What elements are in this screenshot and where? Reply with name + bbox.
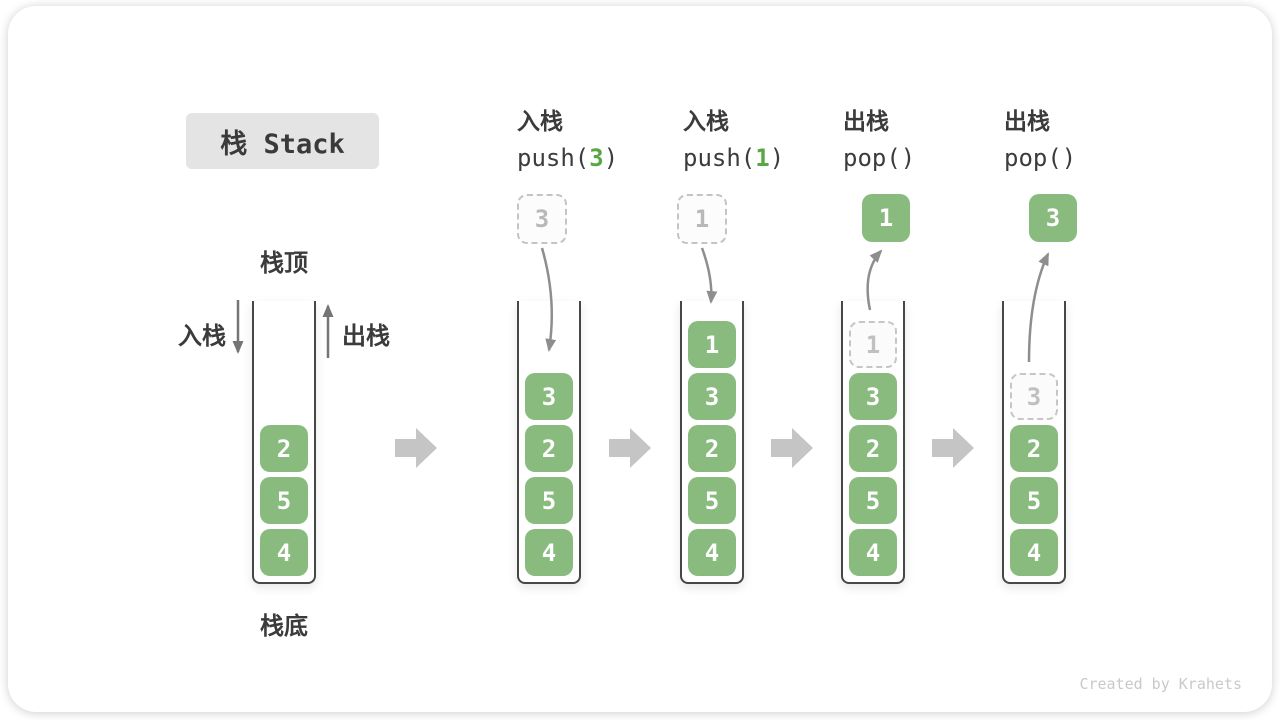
op-code: push(1) [683, 144, 843, 172]
code-arg: 1 [755, 144, 770, 172]
stack-cell: 4 [849, 529, 897, 576]
code-post: ) [769, 144, 785, 172]
stack-container-after-pop3: 3 2 5 4 [1002, 301, 1066, 584]
stack-cell: 2 [1010, 425, 1058, 472]
op-code: push(3) [517, 144, 677, 172]
stack-cell: 4 [260, 529, 308, 576]
stack-cell: 1 [688, 321, 736, 368]
code-arg: 3 [589, 144, 604, 172]
stack-cell: 5 [260, 477, 308, 524]
stack-bottom-label: 栈底 [260, 613, 308, 640]
stack-cell: 4 [1010, 529, 1058, 576]
code-pre: pop() [843, 144, 916, 172]
code-pre: push( [517, 144, 590, 172]
stack-cell: 2 [849, 425, 897, 472]
op-name-cn: 入栈 [517, 108, 563, 134]
ghost-cell: 1 [849, 321, 897, 368]
code-pre: push( [683, 144, 756, 172]
code-post: ) [603, 144, 619, 172]
stack-cell: 5 [1010, 477, 1058, 524]
op-name-cn: 出栈 [843, 108, 889, 134]
ghost-cell: 3 [1010, 373, 1058, 420]
stack-cell: 5 [525, 477, 573, 524]
op-name-cn: 入栈 [683, 108, 729, 134]
stack-cell: 2 [525, 425, 573, 472]
popped-value-box: 3 [1029, 194, 1077, 242]
stack-container-after-pop1: 1 3 2 5 4 [841, 301, 905, 584]
op-header-push1: 入栈 push(1) [683, 107, 843, 172]
stack-cell: 3 [525, 373, 573, 420]
stack-cell: 2 [260, 425, 308, 472]
pushed-value: 3 [534, 205, 550, 233]
pushed-value-box: 3 [517, 194, 567, 244]
stack-cell: 4 [525, 529, 573, 576]
popped-value: 3 [1045, 204, 1061, 232]
op-code: pop() [1004, 144, 1164, 172]
stack-cell: 3 [688, 373, 736, 420]
pushed-value-box: 1 [677, 194, 727, 244]
pushed-value: 1 [694, 205, 710, 233]
stack-top-label: 栈顶 [260, 250, 308, 277]
stack-cell: 2 [688, 425, 736, 472]
page-title: 栈 Stack [220, 128, 345, 160]
op-header-pop3: 出栈 pop() [1004, 107, 1164, 172]
stack-container-after-push1: 1 3 2 5 4 [680, 301, 744, 584]
op-header-pop1: 出栈 pop() [843, 107, 1003, 172]
stack-cell: 3 [849, 373, 897, 420]
stack-container-after-push3: 3 2 5 4 [517, 301, 581, 584]
popped-value: 1 [878, 204, 894, 232]
pop-out-label: 出栈 [342, 323, 390, 350]
code-pre: pop() [1004, 144, 1077, 172]
stack-cell: 5 [849, 477, 897, 524]
title-badge: 栈 Stack [186, 113, 379, 169]
op-header-push3: 入栈 push(3) [517, 107, 677, 172]
popped-value-box: 1 [862, 194, 910, 242]
op-name-cn: 出栈 [1004, 108, 1050, 134]
op-code: pop() [843, 144, 1003, 172]
push-in-label: 入栈 [178, 323, 226, 350]
stack-cell: 4 [688, 529, 736, 576]
watermark: Created by Krahets [1079, 675, 1242, 693]
stack-cell: 5 [688, 477, 736, 524]
stack-container-initial: 2 5 4 [252, 301, 316, 584]
